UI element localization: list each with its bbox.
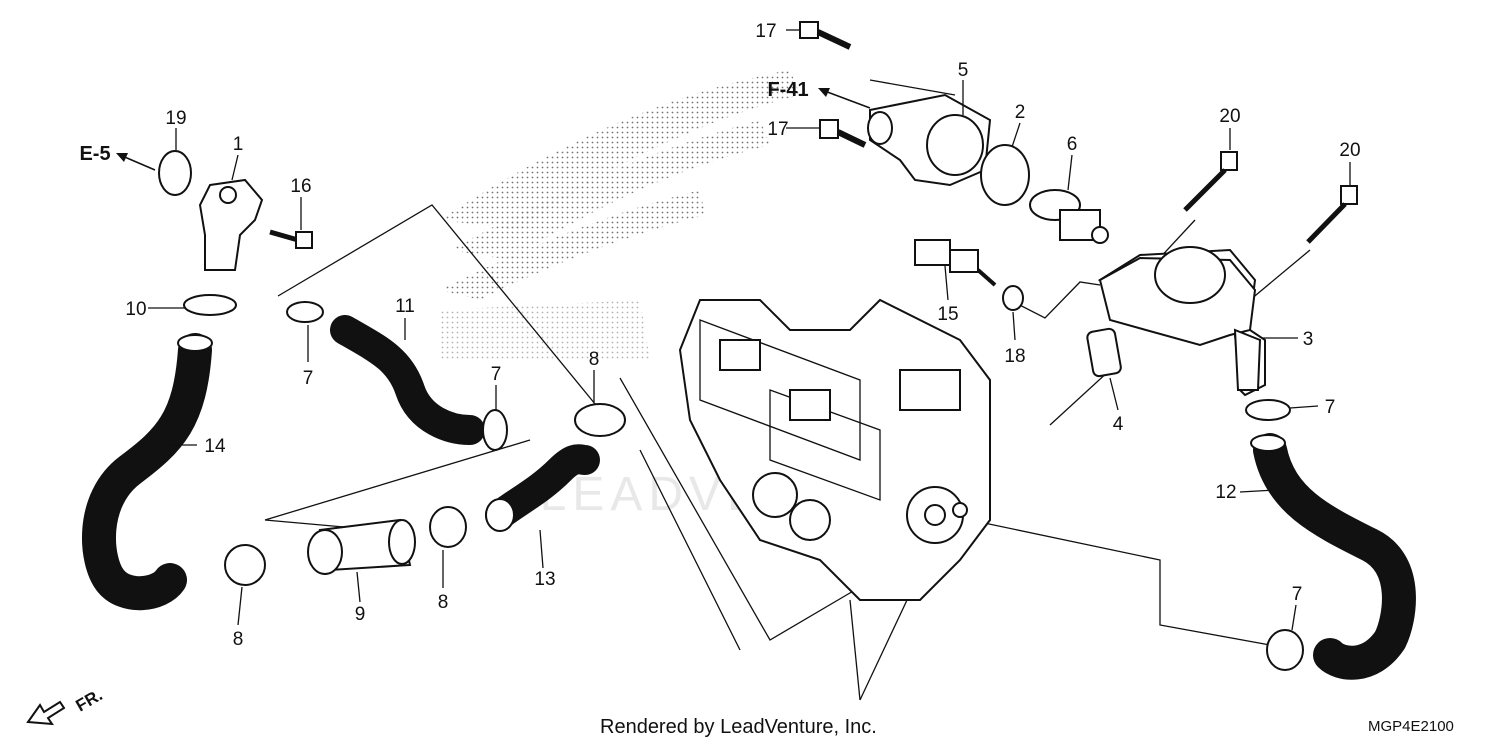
bolt-16 <box>269 229 313 249</box>
hose-14 <box>82 333 213 611</box>
callout-2: 2 <box>1015 102 1026 123</box>
callout-20b: 20 <box>1339 140 1360 161</box>
water-pipe-elbow-1 <box>198 178 264 271</box>
gasket-4 <box>1086 327 1122 378</box>
callout-7d: 7 <box>1292 584 1303 605</box>
callout-1: 1 <box>233 134 244 155</box>
washer-18 <box>1002 285 1024 311</box>
ref-arrow-f41 <box>818 88 871 109</box>
callout-16: 16 <box>290 176 311 197</box>
diagram-code: MGP4E2100 <box>1368 718 1454 735</box>
callout-14: 14 <box>204 436 226 457</box>
thermostat-housing-5 <box>867 93 992 187</box>
bolt-17b <box>819 119 867 148</box>
callout-labels: 1 2 3 4 5 6 7 7 7 7 8 8 8 8 9 10 11 12 1… <box>79 21 1360 650</box>
seal-2 <box>980 144 1030 206</box>
hose-clamp-8b <box>429 506 467 548</box>
callout-17a: 17 <box>755 21 776 42</box>
thermostat-6 <box>1029 189 1109 244</box>
callout-19: 19 <box>165 108 186 129</box>
callout-18: 18 <box>1004 346 1025 367</box>
hose-clamp-7d <box>1266 629 1304 671</box>
bolt-20a <box>1183 151 1238 212</box>
thermostat-case-3 <box>1097 246 1266 397</box>
hose-clamp-7c <box>1245 399 1291 421</box>
ref-label-e5: E-5 <box>79 143 110 165</box>
front-label: FR. <box>73 685 106 715</box>
callout-3: 3 <box>1303 329 1314 350</box>
cylinder-head <box>678 298 991 601</box>
footer-credit: Rendered by LeadVenture, Inc. <box>600 716 877 738</box>
callout-7a: 7 <box>303 368 314 389</box>
ref-arrow-e5 <box>116 153 156 171</box>
callout-13: 13 <box>534 569 555 590</box>
callout-17b: 17 <box>767 119 788 140</box>
hose-clamp-7a <box>286 301 324 323</box>
ref-label-f41: F-41 <box>767 79 808 101</box>
joint-pipe-9 <box>307 518 416 575</box>
callout-11: 11 <box>395 296 415 317</box>
temp-sensor-15 <box>914 239 997 287</box>
hose-clamp-8c <box>224 544 266 586</box>
front-direction-arrow: FR. <box>26 685 106 726</box>
callout-8c: 8 <box>233 629 244 650</box>
callout-4: 4 <box>1113 414 1124 435</box>
callout-12: 12 <box>1215 482 1236 503</box>
callout-8b: 8 <box>438 592 449 613</box>
callout-7b: 7 <box>491 364 502 385</box>
callout-9: 9 <box>355 604 366 625</box>
hose-11 <box>330 315 485 445</box>
hose-clamp-10 <box>183 294 237 316</box>
callout-6: 6 <box>1067 134 1078 155</box>
callout-10: 10 <box>125 299 146 320</box>
callout-7c: 7 <box>1325 397 1336 418</box>
hose-12 <box>1250 433 1416 680</box>
hose-clamp-8a <box>574 403 626 437</box>
hose-13 <box>485 444 600 532</box>
callout-5: 5 <box>958 60 969 81</box>
callout-20a: 20 <box>1219 106 1240 127</box>
o-ring-19 <box>158 150 192 196</box>
brand-wing-watermark <box>440 70 800 360</box>
bolt-17a <box>799 21 852 50</box>
hose-clamp-7b <box>482 409 508 451</box>
bolt-20b <box>1306 185 1358 244</box>
callout-15: 15 <box>937 304 958 325</box>
callout-8a: 8 <box>589 349 600 370</box>
callout-leaders <box>148 29 1351 631</box>
